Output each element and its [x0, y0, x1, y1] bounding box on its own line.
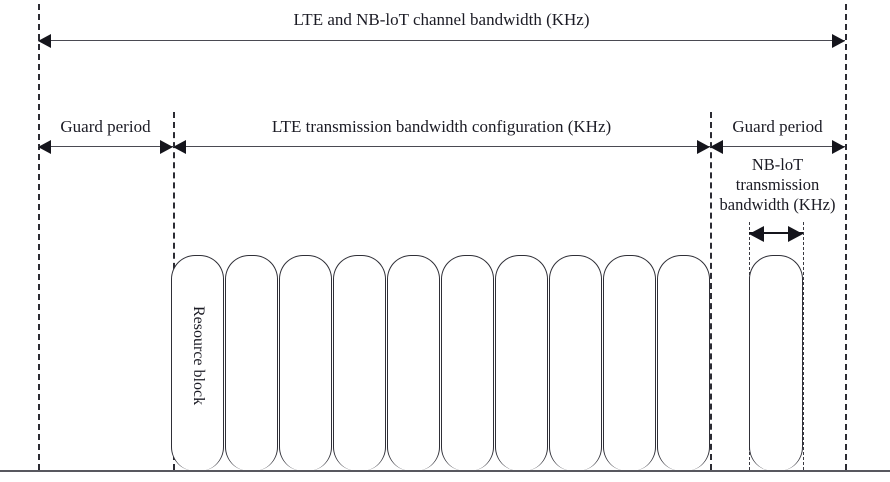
- resource-block-3: [279, 255, 332, 471]
- arrow-shaft: [38, 146, 173, 147]
- guard-period-left-label: Guard period: [60, 117, 151, 136]
- arrow-shaft: [749, 232, 803, 234]
- nbiot-label-line-2: transmission: [735, 175, 820, 195]
- resource-block-9: [603, 255, 656, 471]
- guide-nbiot-block-right: [803, 222, 804, 470]
- guard-right-arrow: [710, 140, 845, 154]
- arrow-head-right-icon: [697, 140, 710, 154]
- arrow-shaft: [173, 146, 710, 147]
- baseline-axis: [0, 470, 890, 472]
- nbiot-label-line-3: bandwidth (KHz): [719, 195, 836, 215]
- arrow-head-right-icon: [788, 226, 803, 242]
- resource-block-2: [225, 255, 278, 471]
- arrow-head-left-icon: [173, 140, 186, 154]
- resource-block-7: [495, 255, 548, 471]
- lte-bandwidth-arrow: [173, 140, 710, 154]
- arrow-head-right-icon: [160, 140, 173, 154]
- channel-bandwidth-arrow: [38, 34, 845, 48]
- resource-block-5: [387, 255, 440, 471]
- arrow-head-left-icon: [710, 140, 723, 154]
- channel-bandwidth-label: LTE and NB-loT channel bandwidth (KHz): [293, 10, 590, 29]
- resource-block-4: [333, 255, 386, 471]
- arrow-head-right-icon: [832, 34, 845, 48]
- nbiot-transmission-bandwidth-label: NB-loT transmission bandwidth (KHz): [705, 155, 850, 215]
- nbiot-resource-block: [749, 255, 803, 471]
- resource-block-label: Resource block: [190, 306, 207, 406]
- arrow-head-left-icon: [38, 140, 51, 154]
- arrow-head-right-icon: [832, 140, 845, 154]
- guide-channel-right-edge: [845, 4, 847, 470]
- resource-block-6: [441, 255, 494, 471]
- resource-block-1: Resource block: [171, 255, 224, 471]
- guard-period-right-label: Guard period: [732, 117, 823, 136]
- arrow-head-left-icon: [749, 226, 764, 242]
- nbiot-bandwidth-arrow: [749, 226, 803, 242]
- arrow-shaft: [710, 146, 845, 147]
- arrow-shaft: [38, 40, 845, 41]
- guard-left-arrow: [38, 140, 173, 154]
- nbiot-label-line-1: NB-loT: [751, 155, 804, 174]
- guide-channel-left-edge: [38, 4, 40, 470]
- lte-transmission-bandwidth-label: LTE transmission bandwidth configuration…: [271, 117, 612, 136]
- resource-block-8: [549, 255, 602, 471]
- arrow-head-left-icon: [38, 34, 51, 48]
- resource-block-10: [657, 255, 710, 471]
